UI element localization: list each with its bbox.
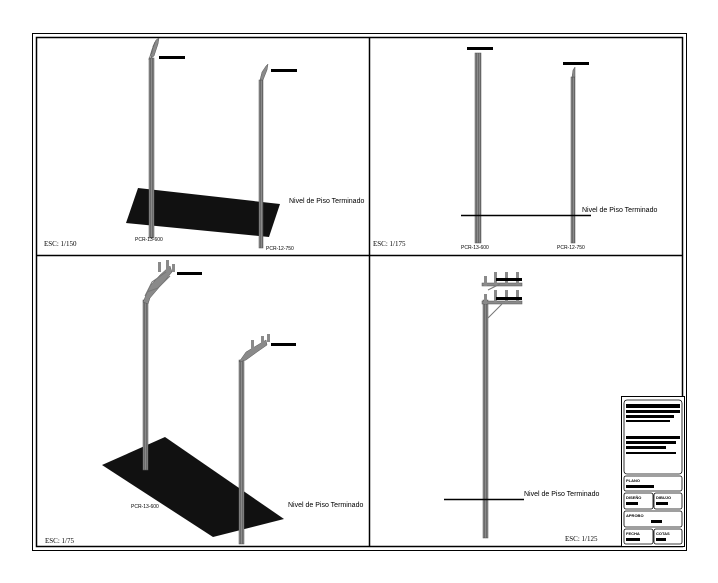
panel-top-right: Nivel de Piso Terminado PCR-13-600 PCR-1… [373, 47, 657, 251]
pole-b [258, 63, 297, 249]
floor-slab [126, 188, 280, 237]
cross-arm-mark-lower [496, 297, 522, 300]
floor-slab [102, 437, 284, 537]
level-label: Nivel de Piso Terminado [289, 198, 364, 205]
aprobo-label: APROBO [626, 513, 644, 518]
level-label: Nivel de Piso Terminado [524, 491, 599, 498]
pole-a-mark [177, 272, 202, 275]
pole-b-mark [271, 69, 297, 72]
scale-label: ESC: 1/175 [373, 240, 406, 248]
plano-label: PLANO [626, 478, 640, 483]
scale-label: ESC: 1/150 [44, 240, 77, 248]
level-label: Nivel de Piso Terminado [288, 502, 363, 509]
fecha-label: FECHA [626, 531, 640, 536]
pole-a-tag: PCR-13-600 [135, 237, 163, 243]
pole-a-tag: PCR-13-600 [131, 504, 159, 510]
pole-a-mark [467, 47, 493, 50]
level-label: Nivel de Piso Terminado [582, 207, 657, 214]
panel-bottom-left: Nivel de Piso Terminado PCR-13-600 ESC: … [45, 260, 363, 545]
title-block: PLANO DISEÑO DIBUJO APROBO FECHA COTAS [621, 396, 685, 547]
pole-a-tag: PCR-13-600 [461, 245, 489, 251]
pole-a [148, 37, 185, 239]
cross-arm-mark-upper [496, 278, 522, 281]
panel-bottom-right: Nivel de Piso Terminado ESC: 1/125 [444, 272, 599, 543]
pole-b-mark [563, 62, 589, 65]
scale-label: ESC: 1/125 [565, 535, 598, 543]
inner-frame [35, 36, 684, 548]
panel-top-left: Nivel de Piso Terminado PCR-13-600 PCR-1… [44, 37, 364, 252]
pole-a [142, 260, 202, 471]
dibujo-label: DIBUJO [656, 495, 671, 500]
diseno-label: DISEÑO [626, 495, 641, 500]
pole-b [563, 62, 589, 244]
pole-b [238, 334, 296, 545]
pole-b-mark [271, 343, 296, 346]
pole-a-mark [159, 56, 185, 59]
pole-b-tag: PCR-12-750 [266, 246, 294, 252]
pole-a [474, 52, 482, 244]
pole-b-tag: PCR-12-750 [557, 245, 585, 251]
cotas-label: COTAS [656, 531, 670, 536]
outer-frame [32, 33, 687, 551]
pole-front-view [481, 272, 523, 539]
scale-label: ESC: 1/75 [45, 537, 74, 545]
